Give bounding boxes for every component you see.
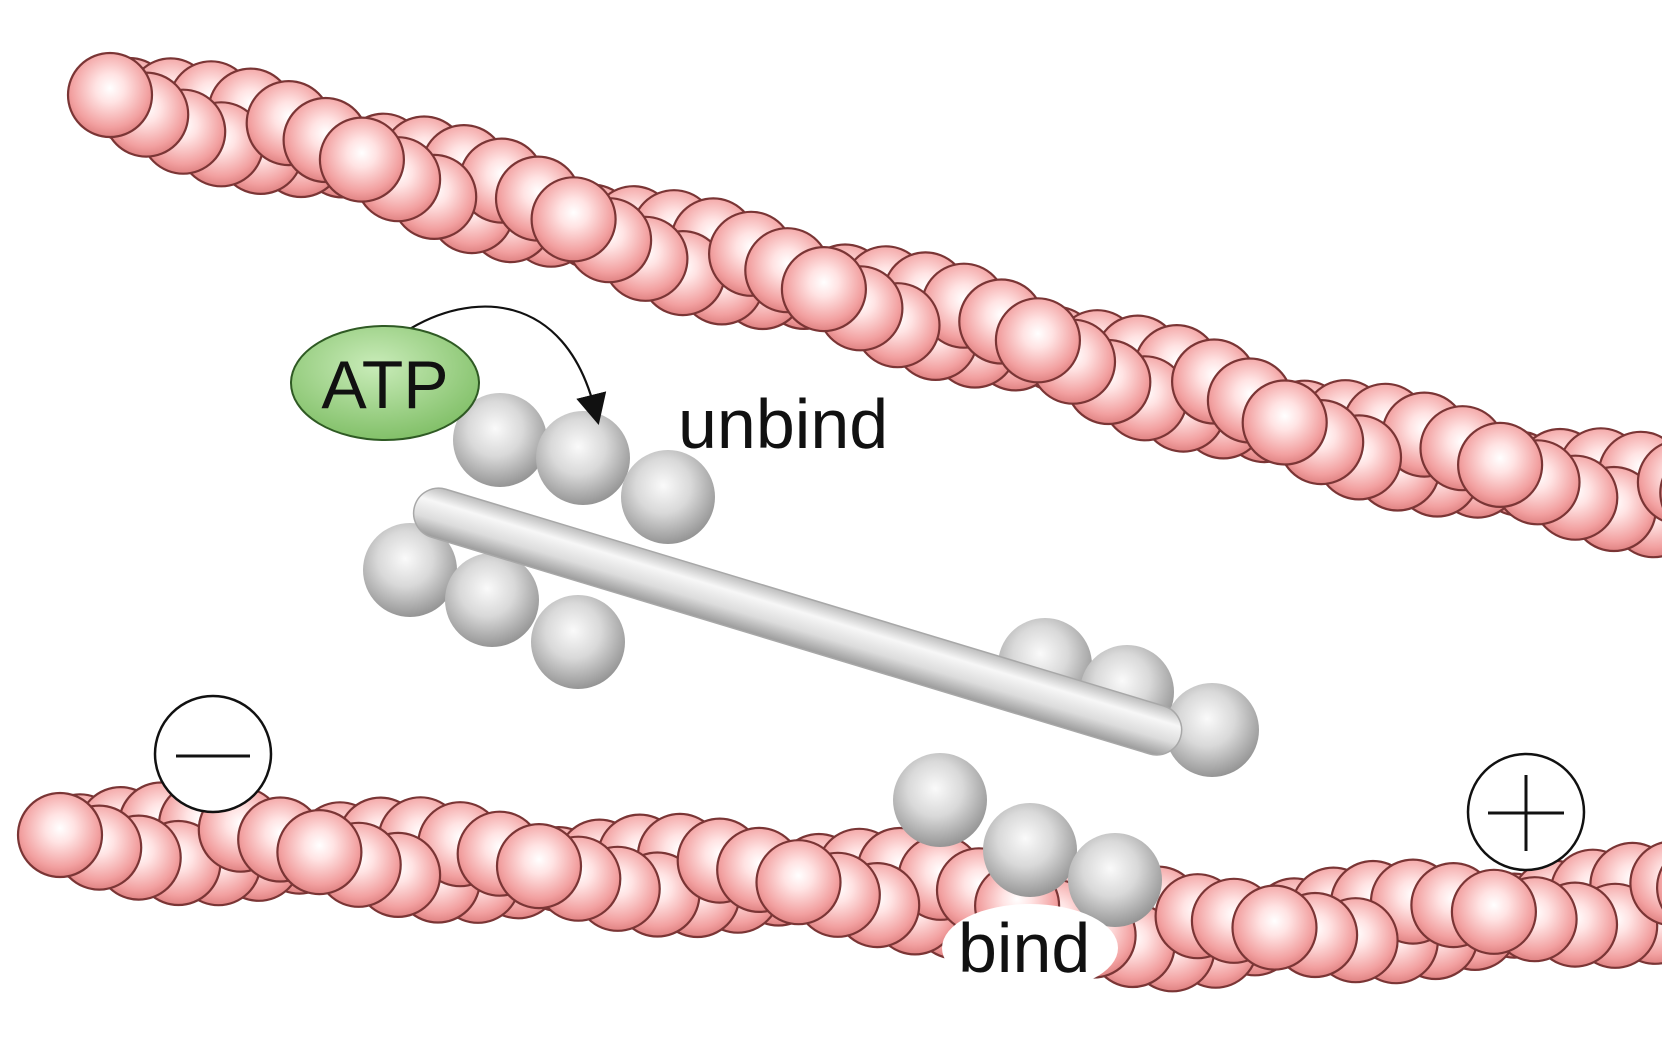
plus-circle-icon [1468,754,1584,870]
bind-label: bind [958,909,1090,987]
myosin-head [621,450,715,544]
myosin-head [893,753,987,847]
actin-filament-bottom [18,783,1662,992]
actin-bead [757,840,841,924]
actin-bead [68,53,152,137]
actin-bead [1243,381,1327,465]
actin-filament-top [68,53,1662,559]
myosin-head [983,803,1077,897]
myosin-head [536,411,630,505]
myosin-head [531,595,625,689]
actin-bead [1452,870,1536,954]
actin-bead [1458,423,1542,507]
actin-bead [532,177,616,261]
myosin-head [445,553,539,647]
actin-bead [996,298,1080,382]
actin-bead [1233,886,1317,970]
actin-bead [320,118,404,202]
atp-badge: ATP [291,326,479,440]
actin-bead [497,824,581,908]
actin-bead [277,810,361,894]
actin-bead [18,793,102,877]
actin-bead [782,247,866,331]
unbind-label: unbind [678,385,888,463]
minus-circle-icon [155,696,271,812]
atp-label: ATP [321,347,448,423]
